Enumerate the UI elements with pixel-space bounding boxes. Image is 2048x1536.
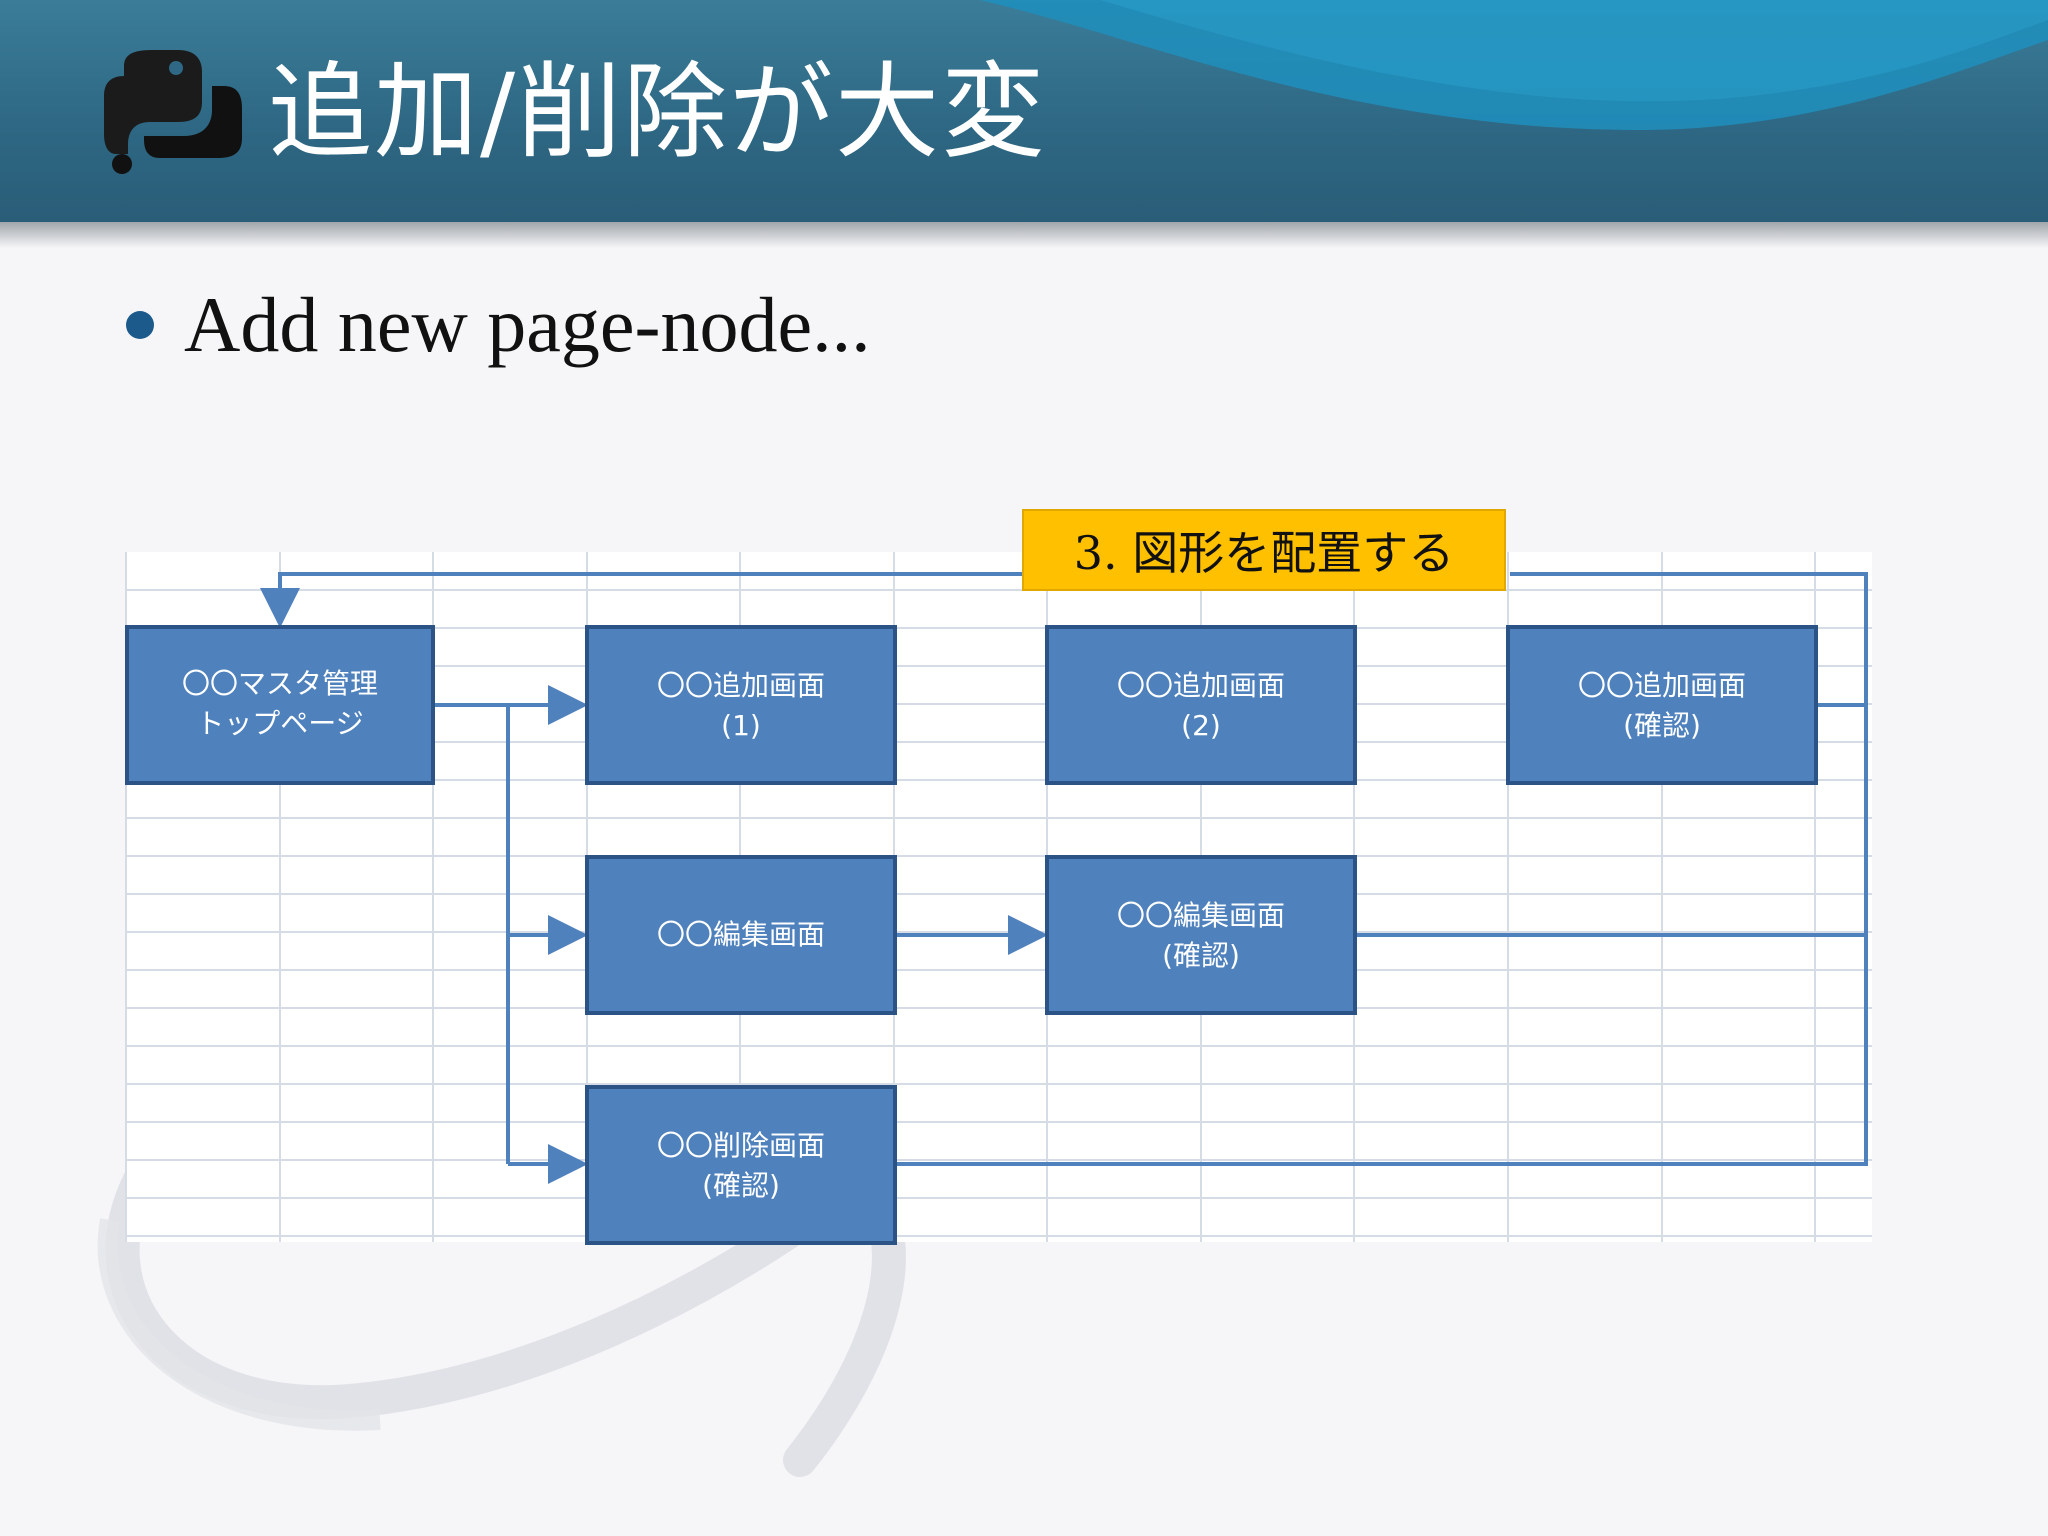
connector-addc-return <box>1510 572 1868 707</box>
bullet-text: Add new page-node... <box>184 281 871 368</box>
header-wave <box>980 0 2048 130</box>
node-edit-confirm[interactable]: 〇〇編集画面 (確認) <box>1045 855 1357 1015</box>
node-label-line1: 〇〇編集画面 <box>1117 899 1285 932</box>
node-label-line1: 〇〇マスタ管理 <box>182 667 378 700</box>
connector-return-left <box>260 572 1024 628</box>
node-label-line1: 〇〇編集画面 <box>657 918 825 951</box>
python-logo-icon <box>104 50 242 174</box>
node-add-2[interactable]: 〇〇追加画面 (2) <box>1045 625 1357 785</box>
node-add-1[interactable]: 〇〇追加画面 (1) <box>585 625 897 785</box>
node-delete-confirm[interactable]: 〇〇削除画面 (確認) <box>585 1085 897 1245</box>
node-label-line1: 〇〇追加画面 <box>1578 669 1746 702</box>
node-label-line1: 〇〇削除画面 <box>657 1129 825 1162</box>
connector-delete-return <box>896 705 1868 1166</box>
slide-header: 追加/削除が大変 <box>0 0 2048 222</box>
node-label-line2: (確認) <box>1623 709 1701 742</box>
slide-title: 追加/削除が大変 <box>268 51 1048 173</box>
bullet-item: Add new page-node... <box>126 270 871 380</box>
node-label-line2: (1) <box>721 709 761 742</box>
node-label-line2: (2) <box>1181 709 1221 742</box>
header-shadow <box>0 222 2048 248</box>
node-label-line2: トップページ <box>196 707 363 740</box>
connectors <box>260 572 1868 1184</box>
node-top-page[interactable]: 〇〇マスタ管理 トップページ <box>125 625 435 785</box>
node-label-line2: (確認) <box>1162 939 1240 972</box>
bullet-dot-icon <box>126 311 154 339</box>
node-edit[interactable]: 〇〇編集画面 <box>585 855 897 1015</box>
node-label-line2: (確認) <box>702 1169 780 1202</box>
node-add-confirm[interactable]: 〇〇追加画面 (確認) <box>1506 625 1818 785</box>
step-callout: 3. 図形を配置する <box>1022 509 1506 591</box>
node-label-line1: 〇〇追加画面 <box>657 669 825 702</box>
node-label-line1: 〇〇追加画面 <box>1117 669 1285 702</box>
